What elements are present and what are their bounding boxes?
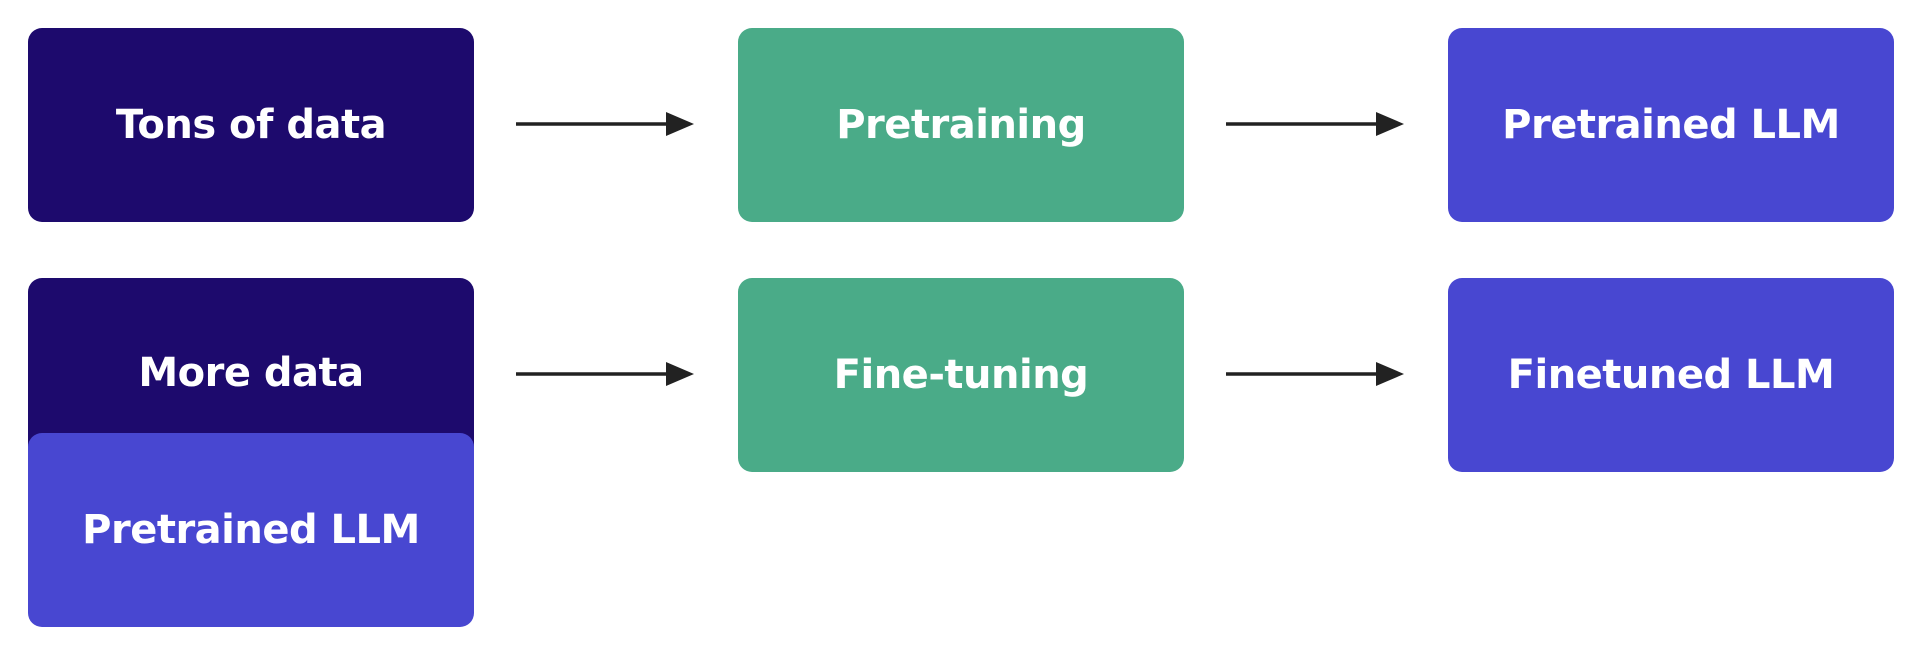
finetuned-llm-label: Finetuned LLM [1507,352,1835,398]
arrow-data-to-finetuning [516,362,694,386]
pretrained-llm-label: Pretrained LLM [1502,102,1840,148]
fine-tuning-label: Fine-tuning [833,352,1089,398]
arrow-pretraining-to-llm [1226,112,1404,136]
pretraining-box: Pretraining [738,28,1184,222]
finetuned-llm-box: Finetuned LLM [1448,278,1894,472]
fine-tuning-box: Fine-tuning [738,278,1184,472]
tons-of-data-box: Tons of data [28,28,474,222]
pretrained-llm-box: Pretrained LLM [1448,28,1894,222]
pretrained-llm-input-label: Pretrained LLM [82,507,420,553]
tons-of-data-label: Tons of data [115,102,387,148]
more-data-label: More data [138,350,364,396]
pretrained-llm-input-box: Pretrained LLM [28,433,474,627]
arrow-data-to-pretraining [516,112,694,136]
pretraining-label: Pretraining [836,102,1086,148]
arrow-finetuning-to-llm [1226,362,1404,386]
